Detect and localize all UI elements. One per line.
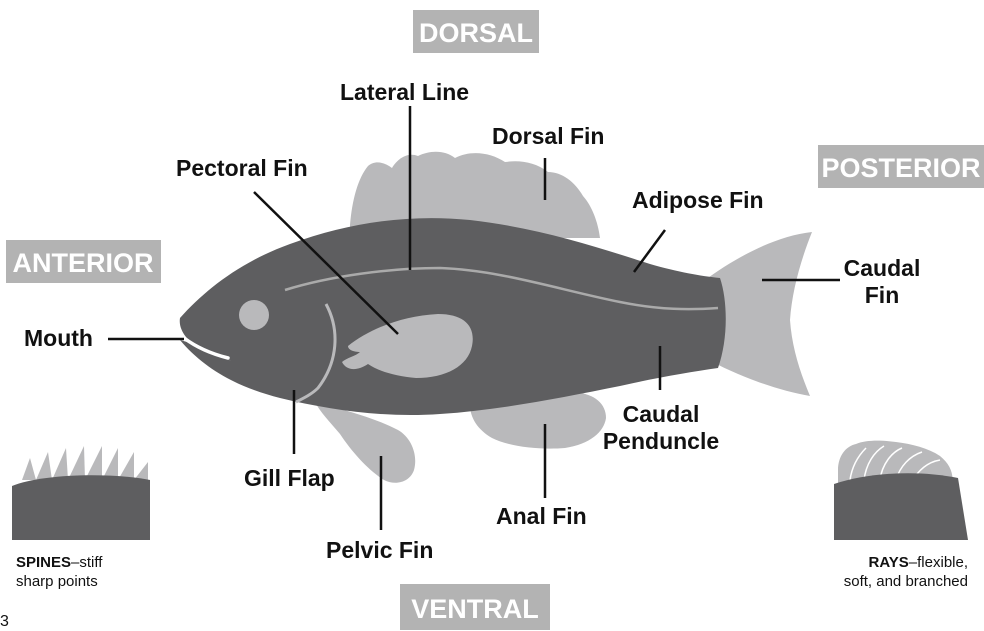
spines-caption: SPINES–stiff sharp points	[16, 553, 102, 591]
spines-desc-line1: –stiff	[71, 554, 102, 571]
dorsal-tag: DORSAL	[413, 10, 539, 53]
rays-illustration	[834, 441, 968, 540]
spines-illustration	[12, 446, 150, 540]
dorsal-tag-label: DORSAL	[419, 18, 533, 48]
label-pelvic-fin: Pelvic Fin	[326, 537, 433, 563]
rays-desc-line1: –flexible,	[909, 554, 968, 571]
ventral-tag-label: VENTRAL	[411, 594, 539, 624]
label-gill-flap: Gill Flap	[244, 465, 335, 491]
spines-desc-line2: sharp points	[16, 572, 102, 591]
label-anal-fin: Anal Fin	[496, 503, 587, 529]
anterior-tag-label: ANTERIOR	[13, 248, 154, 278]
label-caudal-peduncle-line1: Caudal	[623, 401, 700, 427]
rays-caption: RAYS–flexible, soft, and branched	[844, 553, 968, 591]
label-adipose-fin: Adipose Fin	[632, 187, 764, 213]
posterior-tag-label: POSTERIOR	[821, 153, 980, 183]
rays-term: RAYS	[868, 554, 908, 571]
label-caudal-fin-line2: Fin	[865, 282, 900, 308]
label-caudal-fin-line1: Caudal	[844, 255, 921, 281]
anterior-tag: ANTERIOR	[6, 240, 161, 283]
label-lateral-line: Lateral Line	[340, 79, 469, 105]
posterior-tag: POSTERIOR	[818, 145, 984, 188]
page-number: 3	[0, 612, 9, 631]
label-mouth: Mouth	[24, 325, 93, 351]
ventral-tag: VENTRAL	[400, 584, 550, 630]
label-pectoral-fin: Pectoral Fin	[176, 155, 308, 181]
rays-desc-line2: soft, and branched	[844, 572, 968, 591]
label-dorsal-fin: Dorsal Fin	[492, 123, 604, 149]
label-caudal-peduncle-line2: Penduncle	[603, 428, 719, 454]
eye	[239, 300, 269, 330]
spines-term: SPINES	[16, 554, 71, 571]
